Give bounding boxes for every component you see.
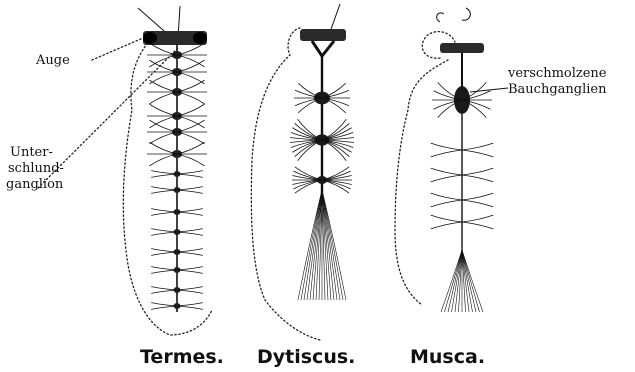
termes-nerve (151, 171, 177, 174)
termes-nerve (151, 267, 177, 270)
termes-nerve (177, 249, 203, 252)
termes-nerve (177, 306, 203, 309)
musca-nerve (462, 200, 493, 207)
termes-nerve (151, 174, 177, 177)
termes-nerve (177, 171, 203, 174)
label-bauch-line-2: Bauchganglien (508, 82, 607, 97)
musca-terminal-nerve (462, 250, 476, 312)
termes-eye (193, 32, 207, 44)
musca-antenna (437, 8, 471, 22)
musca-nerve (431, 168, 462, 175)
termes-nerve (151, 212, 177, 215)
dytiscus-antenna (330, 4, 340, 32)
label-auge: Auge (35, 53, 70, 68)
musca-terminal-nerve (462, 250, 469, 312)
musca-nerve (431, 200, 462, 207)
termes-diagram (123, 6, 212, 335)
termes-nerve (151, 290, 177, 293)
termes-nerve (177, 290, 203, 293)
caption-dytiscus: Dytiscus. (257, 346, 355, 368)
termes-nerve (151, 306, 177, 309)
label-unterschlund-line-1: Unter- (10, 145, 53, 160)
musca-nerve (462, 193, 493, 200)
musca-nerve (462, 222, 493, 229)
termes-nerve (177, 209, 203, 212)
termes-nerve (177, 174, 203, 177)
musca-terminal-nerve (455, 250, 462, 312)
musca-brain (440, 43, 484, 53)
termes-nerve (151, 270, 177, 273)
musca-nerve (431, 215, 462, 222)
musca-nerve (431, 143, 462, 150)
dytiscus-ventral-cord (290, 56, 354, 300)
musca-body-outline (395, 60, 448, 305)
label-unterschlund-line-3: ganglion (6, 177, 64, 192)
musca-terminal-nerve (448, 250, 462, 312)
caption-termes: Termes. (140, 346, 224, 368)
termes-nerve (177, 287, 203, 290)
termes-nerve (151, 249, 177, 252)
label-bauchganglien: verschmolzene Bauchganglien (507, 66, 611, 97)
termes-nerve (177, 187, 203, 190)
termes-nerve (177, 267, 203, 270)
musca-diagram (395, 8, 493, 312)
caption-musca: Musca. (410, 346, 485, 368)
termes-nerve (177, 212, 203, 215)
termes-nerve (151, 209, 177, 212)
leader-unterschlund (38, 48, 178, 188)
musca-nerve (462, 215, 493, 222)
leader-auge (92, 38, 143, 60)
musca-nerve (431, 193, 462, 200)
label-bauch-line-1: verschmolzene (507, 66, 607, 81)
dytiscus-terminal-nerve (322, 190, 346, 300)
termes-nerve (151, 190, 177, 193)
dytiscus-diagram (251, 4, 354, 340)
termes-nerve (177, 190, 203, 193)
termes-nerve (177, 232, 203, 235)
termes-eye (143, 32, 157, 44)
termes-nerve (177, 252, 203, 255)
termes-nerve (151, 287, 177, 290)
termes-nerve (151, 252, 177, 255)
dytiscus-brain (300, 29, 346, 41)
musca-nerve (462, 150, 493, 157)
termes-nerve (177, 270, 203, 273)
musca-nerve (431, 150, 462, 157)
musca-nerve (462, 168, 493, 175)
musca-nerve (431, 175, 462, 182)
termes-nerve (151, 229, 177, 232)
dytiscus-circumoesophageal (312, 41, 334, 56)
label-unterschlund-line-2: schlund- (8, 161, 64, 176)
termes-nerve (151, 232, 177, 235)
termes-nerve (177, 229, 203, 232)
termes-ventral-cord (147, 43, 207, 312)
musca-nerve (431, 222, 462, 229)
termes-nerve (177, 303, 203, 306)
musca-ventral-cord (431, 53, 493, 312)
musca-nerve (462, 143, 493, 150)
label-unterschlund: Unter- schlund- ganglion (6, 145, 68, 192)
musca-nerve (462, 175, 493, 182)
termes-nerve (151, 303, 177, 306)
termes-nerve (151, 187, 177, 190)
